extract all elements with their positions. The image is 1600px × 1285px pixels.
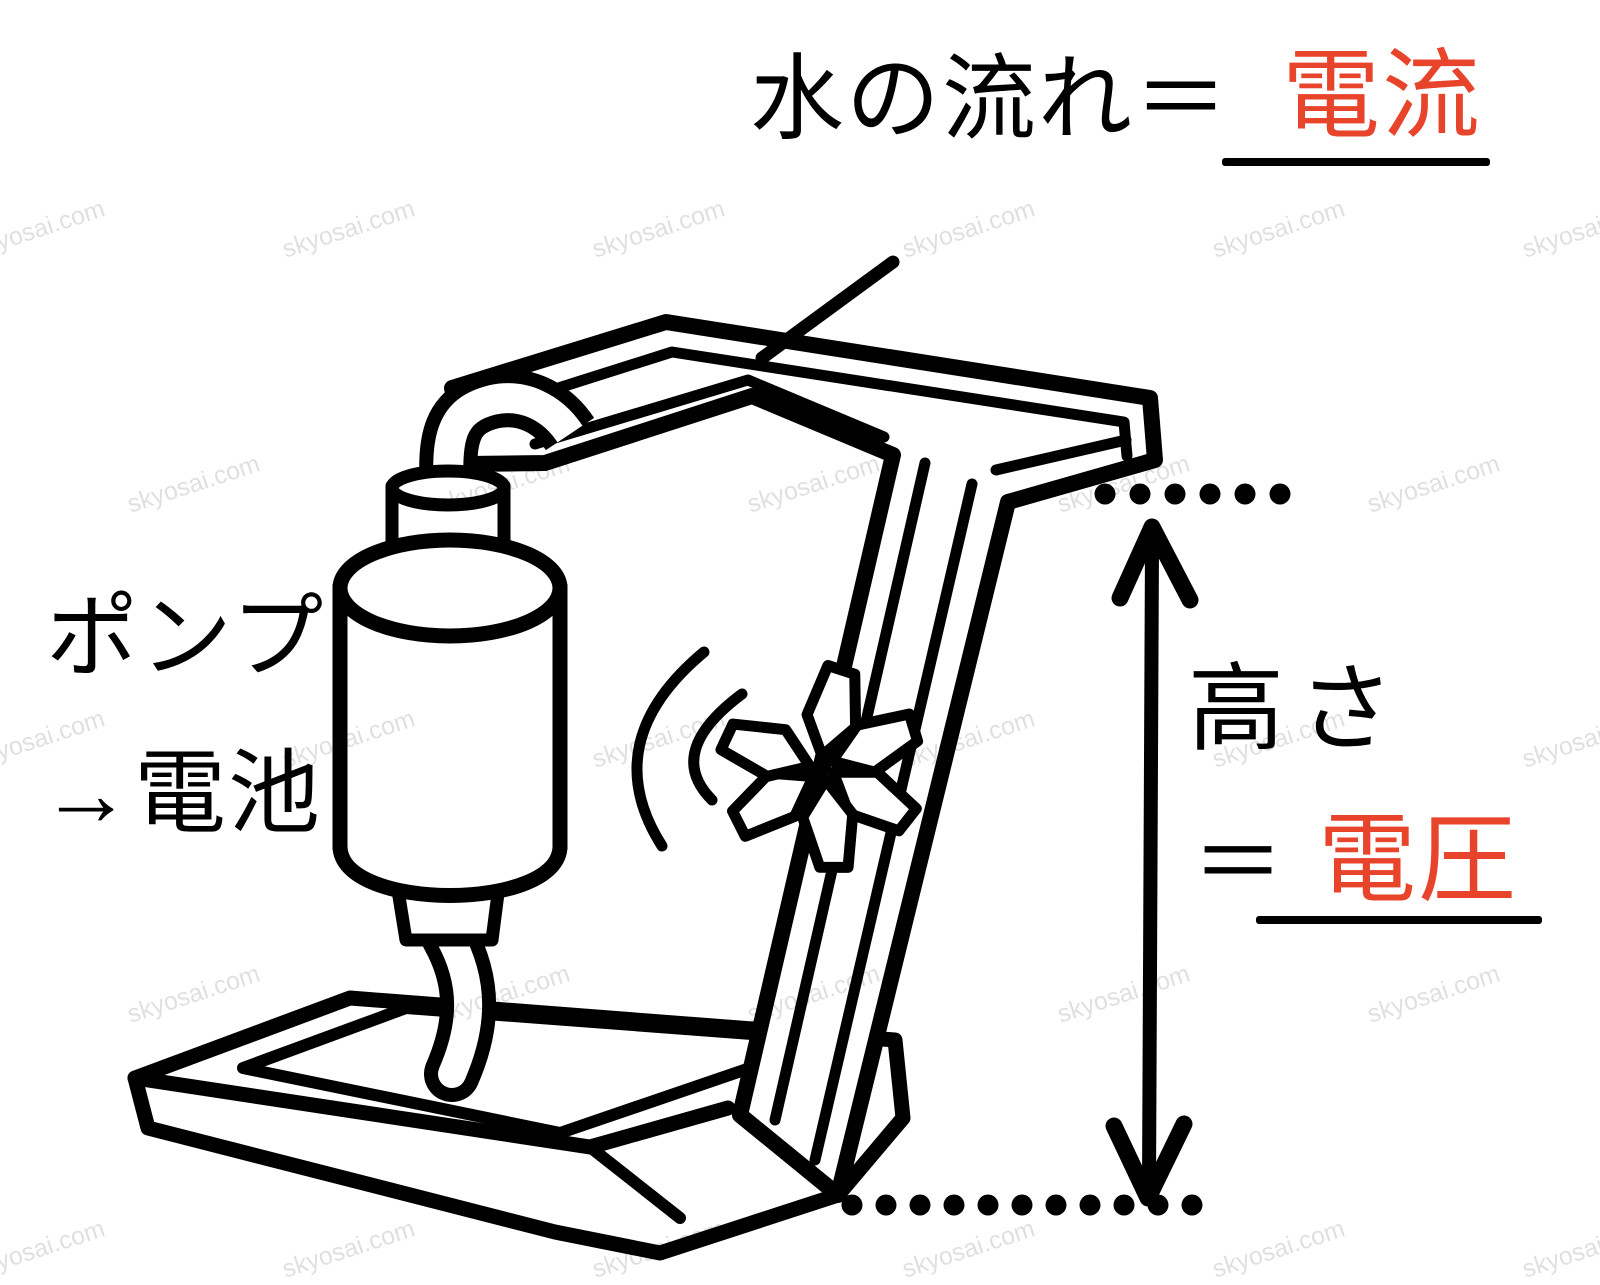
base-trough-pocket-edge [584, 1141, 686, 1224]
voltage-answer-text: 電圧 [1318, 804, 1519, 914]
height-arrow-shaft [1142, 538, 1159, 1192]
pump-battery [332, 464, 568, 903]
wheel-hub [813, 759, 831, 777]
water-wheel [631, 646, 925, 873]
flow-equation-label: 水の流れ＝ [750, 46, 1231, 151]
outlet-tube-inner [433, 383, 583, 502]
equals-sign: ＝ [1192, 813, 1287, 915]
wheel-spin-arc-outer [631, 646, 710, 852]
leader-line [755, 255, 900, 365]
base-water-trough [127, 990, 911, 1261]
intake-tube-inner [435, 922, 483, 1088]
height-label: 高さ [1188, 656, 1408, 763]
battery-label: →電池 [40, 743, 323, 845]
dotted-line-bottom [841, 1194, 1203, 1216]
channel-outline [444, 314, 1163, 1203]
height-arrow-head-down [1105, 1115, 1193, 1207]
voltage-answer-underline [1256, 916, 1542, 924]
wheel-spin-arc-inner [688, 688, 748, 806]
pump-cylinder-top-rim [332, 532, 568, 644]
pump-cap-top-rim [385, 464, 511, 512]
dotted-line-top [1094, 483, 1291, 505]
pump-label: ポンプ [46, 587, 326, 689]
channel-right-arm-inner-edge [990, 434, 1132, 476]
height-arrow-head-up [1111, 518, 1199, 609]
pump-cylinder-sides [332, 578, 568, 856]
height-arrow [1105, 518, 1199, 1207]
pump-outlet-tube [419, 369, 595, 503]
current-answer-text: 電流 [1282, 40, 1483, 150]
current-answer-underline [1222, 158, 1490, 166]
pump-cylinder-bottom [332, 838, 568, 903]
channel-near-wall-inner-edge [529, 374, 890, 450]
